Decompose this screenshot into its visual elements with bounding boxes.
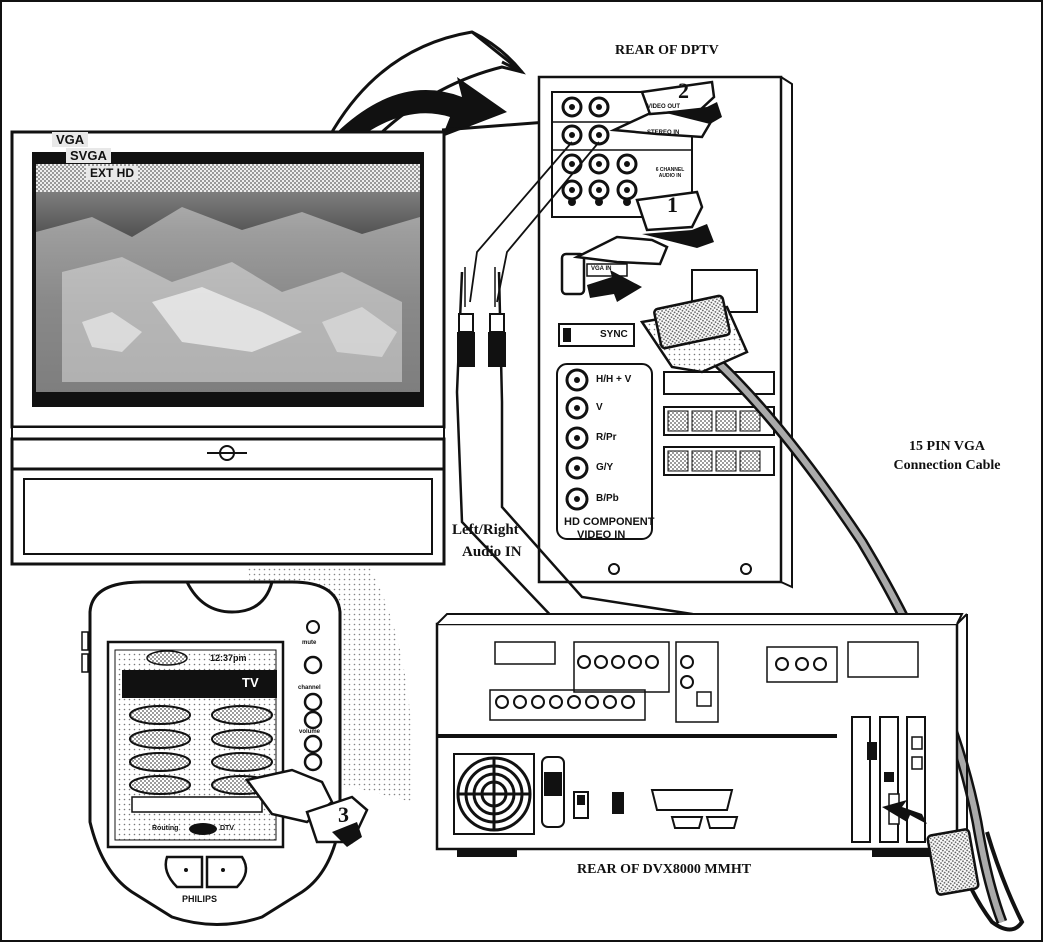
component-input-bpb: B/Pb <box>596 493 619 504</box>
step-2-number: 2 <box>678 78 689 104</box>
remote-brand-logo: PHILIPS <box>182 894 217 904</box>
audio-in-label-line1: Left/Right <box>452 522 519 539</box>
stereo-in-label: STEREO IN <box>647 130 679 136</box>
tv-menu-item-exthd: EXT HD <box>86 166 138 180</box>
sync-label: SYNC <box>600 329 628 340</box>
vga-cable-label-line1: 15 PIN VGA <box>872 439 1022 455</box>
projection-tv <box>12 132 444 564</box>
component-input-hv: H/H + V <box>596 374 631 385</box>
dvx8000-rear-panel <box>437 614 967 857</box>
vga-in-label: VGA IN <box>591 266 611 272</box>
remote-mute-label: mute <box>302 640 316 646</box>
audio-in-label-line2: Audio IN <box>462 544 522 561</box>
remote-mode-label: TV <box>242 675 259 690</box>
component-input-gy: G/Y <box>596 462 613 473</box>
component-input-rpr: R/Pr <box>596 432 617 443</box>
remote-time: 12:37pm <box>210 653 247 663</box>
hd-component-title-line1: HD COMPONENT <box>564 516 654 528</box>
vga-cable-label-line2: Connection Cable <box>872 458 1022 474</box>
remote-dtv-label: DTV <box>220 825 234 832</box>
remote-channel-label: channel <box>298 685 321 691</box>
remote-volume-label: volume <box>299 729 320 735</box>
rear-dvx-label: REAR OF DVX8000 MMHT <box>577 862 751 878</box>
hd-component-title-line2: VIDEO IN <box>577 529 625 541</box>
tv-menu-item-svga: SVGA <box>66 148 111 163</box>
six-channel-audio-label: 6 CHANNEL AUDIO IN <box>650 167 690 179</box>
tv-menu-item-vga: VGA <box>52 132 88 147</box>
remote-routing-label: Routing <box>152 825 178 832</box>
rear-dptv-label: REAR OF DPTV <box>615 43 719 59</box>
remote-control <box>82 582 340 925</box>
step-3-number: 3 <box>338 802 349 828</box>
video-out-label: VIDEO OUT <box>647 104 680 110</box>
step-1-number: 1 <box>667 192 678 218</box>
component-input-v: V <box>596 402 603 413</box>
